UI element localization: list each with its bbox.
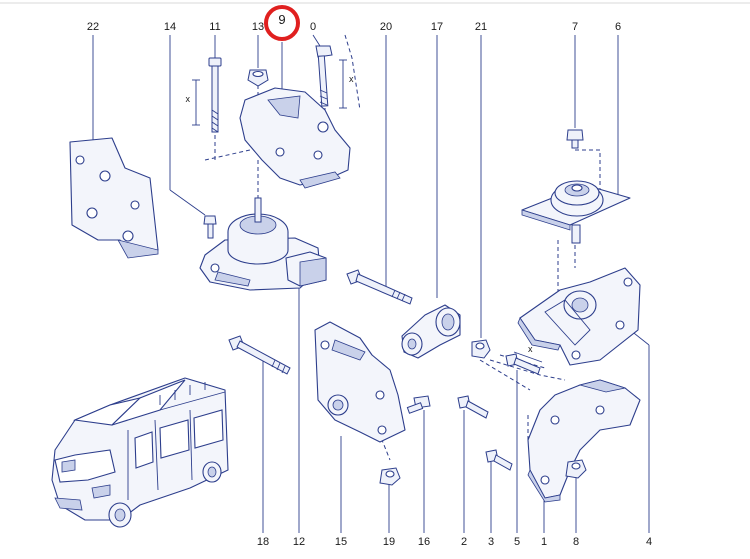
callout-2[interactable]: 2 <box>461 536 467 548</box>
callout-10[interactable]: 0 <box>310 21 316 33</box>
part-6-pulley-bracket[interactable] <box>521 180 631 244</box>
callout-13[interactable]: 13 <box>252 21 264 33</box>
part-9-upper-mount[interactable] <box>239 87 351 189</box>
callout-19[interactable]: 19 <box>383 536 395 548</box>
callout-18[interactable]: 18 <box>257 536 269 548</box>
callout-12[interactable]: 12 <box>293 536 305 548</box>
callout-14[interactable]: 14 <box>164 21 176 33</box>
callout-15[interactable]: 15 <box>335 536 347 548</box>
part-19-nut[interactable] <box>379 467 401 486</box>
part-15-side-bracket[interactable] <box>314 321 406 443</box>
part-17-torque-link[interactable] <box>401 304 461 359</box>
part-3-bolt[interactable] <box>485 449 513 471</box>
part-4-bracket[interactable] <box>517 267 641 366</box>
part-13-nut[interactable] <box>247 69 269 87</box>
callout-6[interactable]: 6 <box>615 21 621 33</box>
callout-5[interactable]: 5 <box>514 536 520 548</box>
part-8-nut[interactable] <box>565 459 587 479</box>
part-21-nut[interactable] <box>471 339 491 359</box>
dimension-marks: x x x <box>186 59 543 363</box>
callout-17[interactable]: 17 <box>431 21 443 33</box>
callout-labels: 22 14 11 13 9 0 20 17 21 7 6 18 12 15 19… <box>87 12 652 548</box>
part-14-bolt[interactable] <box>203 215 217 239</box>
callout-11[interactable]: 11 <box>209 21 220 33</box>
dimension-x-left: x <box>186 94 191 104</box>
callout-9[interactable]: 9 <box>278 12 285 27</box>
part-20-bolt[interactable] <box>346 269 413 305</box>
dimension-x-bolt5: x <box>528 344 533 354</box>
part-12-engine-mount[interactable] <box>199 197 327 291</box>
part-16-bolt[interactable] <box>406 395 431 414</box>
vehicle-thumbnail <box>51 377 229 528</box>
callout-21[interactable]: 21 <box>475 21 487 33</box>
part-1-bracket[interactable] <box>527 379 641 503</box>
part-18-bolt[interactable] <box>228 335 291 375</box>
callout-20[interactable]: 20 <box>380 21 392 33</box>
part-11-bolt[interactable] <box>208 57 222 133</box>
part-7-bolt[interactable] <box>566 129 584 149</box>
part-22-bracket[interactable] <box>69 137 159 259</box>
callout-7[interactable]: 7 <box>572 21 578 33</box>
dimension-x-right: x <box>349 74 354 84</box>
part-2-bolt[interactable] <box>457 395 489 419</box>
callout-4[interactable]: 4 <box>646 536 652 548</box>
part-10-bolt[interactable] <box>315 45 333 107</box>
callout-8[interactable]: 8 <box>573 536 579 548</box>
part-5-bolt[interactable] <box>505 353 541 375</box>
callout-22[interactable]: 22 <box>87 21 99 33</box>
callout-1[interactable]: 1 <box>541 536 547 548</box>
callout-16[interactable]: 16 <box>418 536 430 548</box>
highlight-circle <box>264 5 300 41</box>
callout-3[interactable]: 3 <box>488 536 494 548</box>
